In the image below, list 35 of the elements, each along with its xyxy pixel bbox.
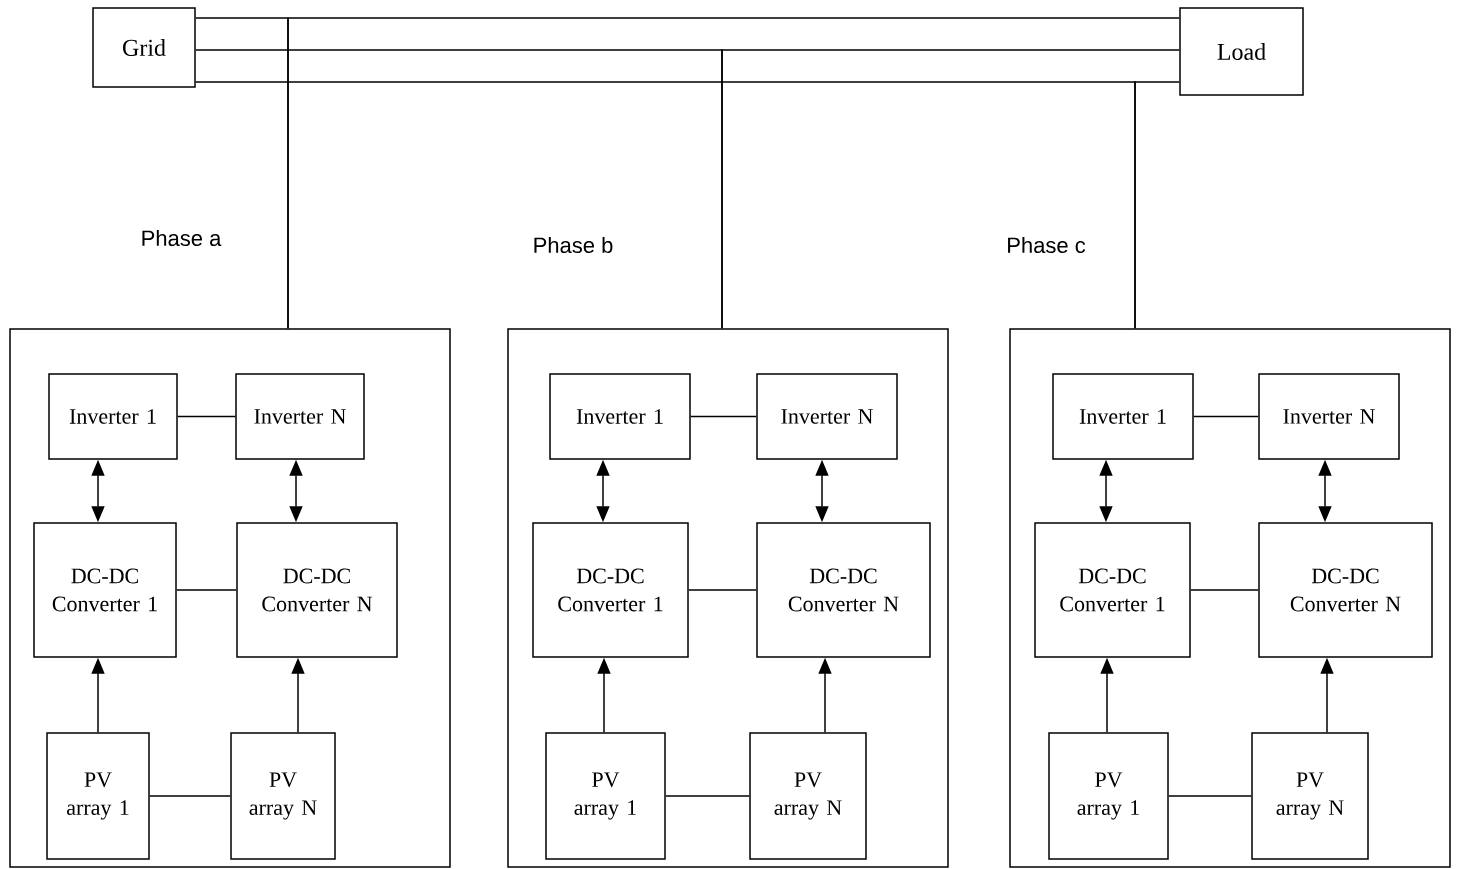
bus-line	[1134, 81, 1180, 329]
process-box: Inverter 1	[48, 373, 178, 460]
node-label: Phase b	[534, 236, 613, 254]
process-box: DC-DC Converter N	[756, 522, 931, 658]
terminal-box: Load	[1179, 7, 1304, 96]
process-box: Inverter 1	[1052, 373, 1194, 460]
process-box: DC-DC Converter 1	[1034, 522, 1191, 658]
process-box: PV array 1	[545, 732, 666, 860]
bus-line	[287, 17, 1180, 329]
process-box: Inverter 1	[549, 373, 691, 460]
process-box: Inverter N	[235, 373, 365, 460]
process-box: PV array N	[230, 732, 336, 860]
process-box: DC-DC Converter N	[1258, 522, 1433, 658]
bus-line	[721, 49, 1180, 329]
process-box: DC-DC Converter 1	[33, 522, 177, 658]
node-label: Phase c	[1008, 236, 1086, 254]
terminal-box: Grid	[92, 7, 196, 88]
connector-line	[177, 415, 236, 418]
process-box: Inverter N	[756, 373, 898, 460]
connector-line	[1193, 415, 1259, 418]
connector-line	[176, 589, 237, 591]
connector-line	[1190, 589, 1259, 591]
process-box: PV array N	[749, 732, 867, 860]
process-box: PV array 1	[1048, 732, 1169, 860]
node-label: Phase a	[142, 229, 222, 247]
process-box: PV array N	[1251, 732, 1369, 860]
process-box: Inverter N	[1258, 373, 1400, 460]
process-box: DC-DC Converter N	[236, 522, 398, 658]
connector-line	[1168, 795, 1252, 797]
connector-line	[690, 415, 757, 418]
process-box: DC-DC Converter 1	[532, 522, 689, 658]
connector-line	[665, 795, 750, 797]
connector-line	[149, 795, 231, 797]
connector-line	[688, 589, 757, 591]
process-box: PV array 1	[46, 732, 150, 860]
